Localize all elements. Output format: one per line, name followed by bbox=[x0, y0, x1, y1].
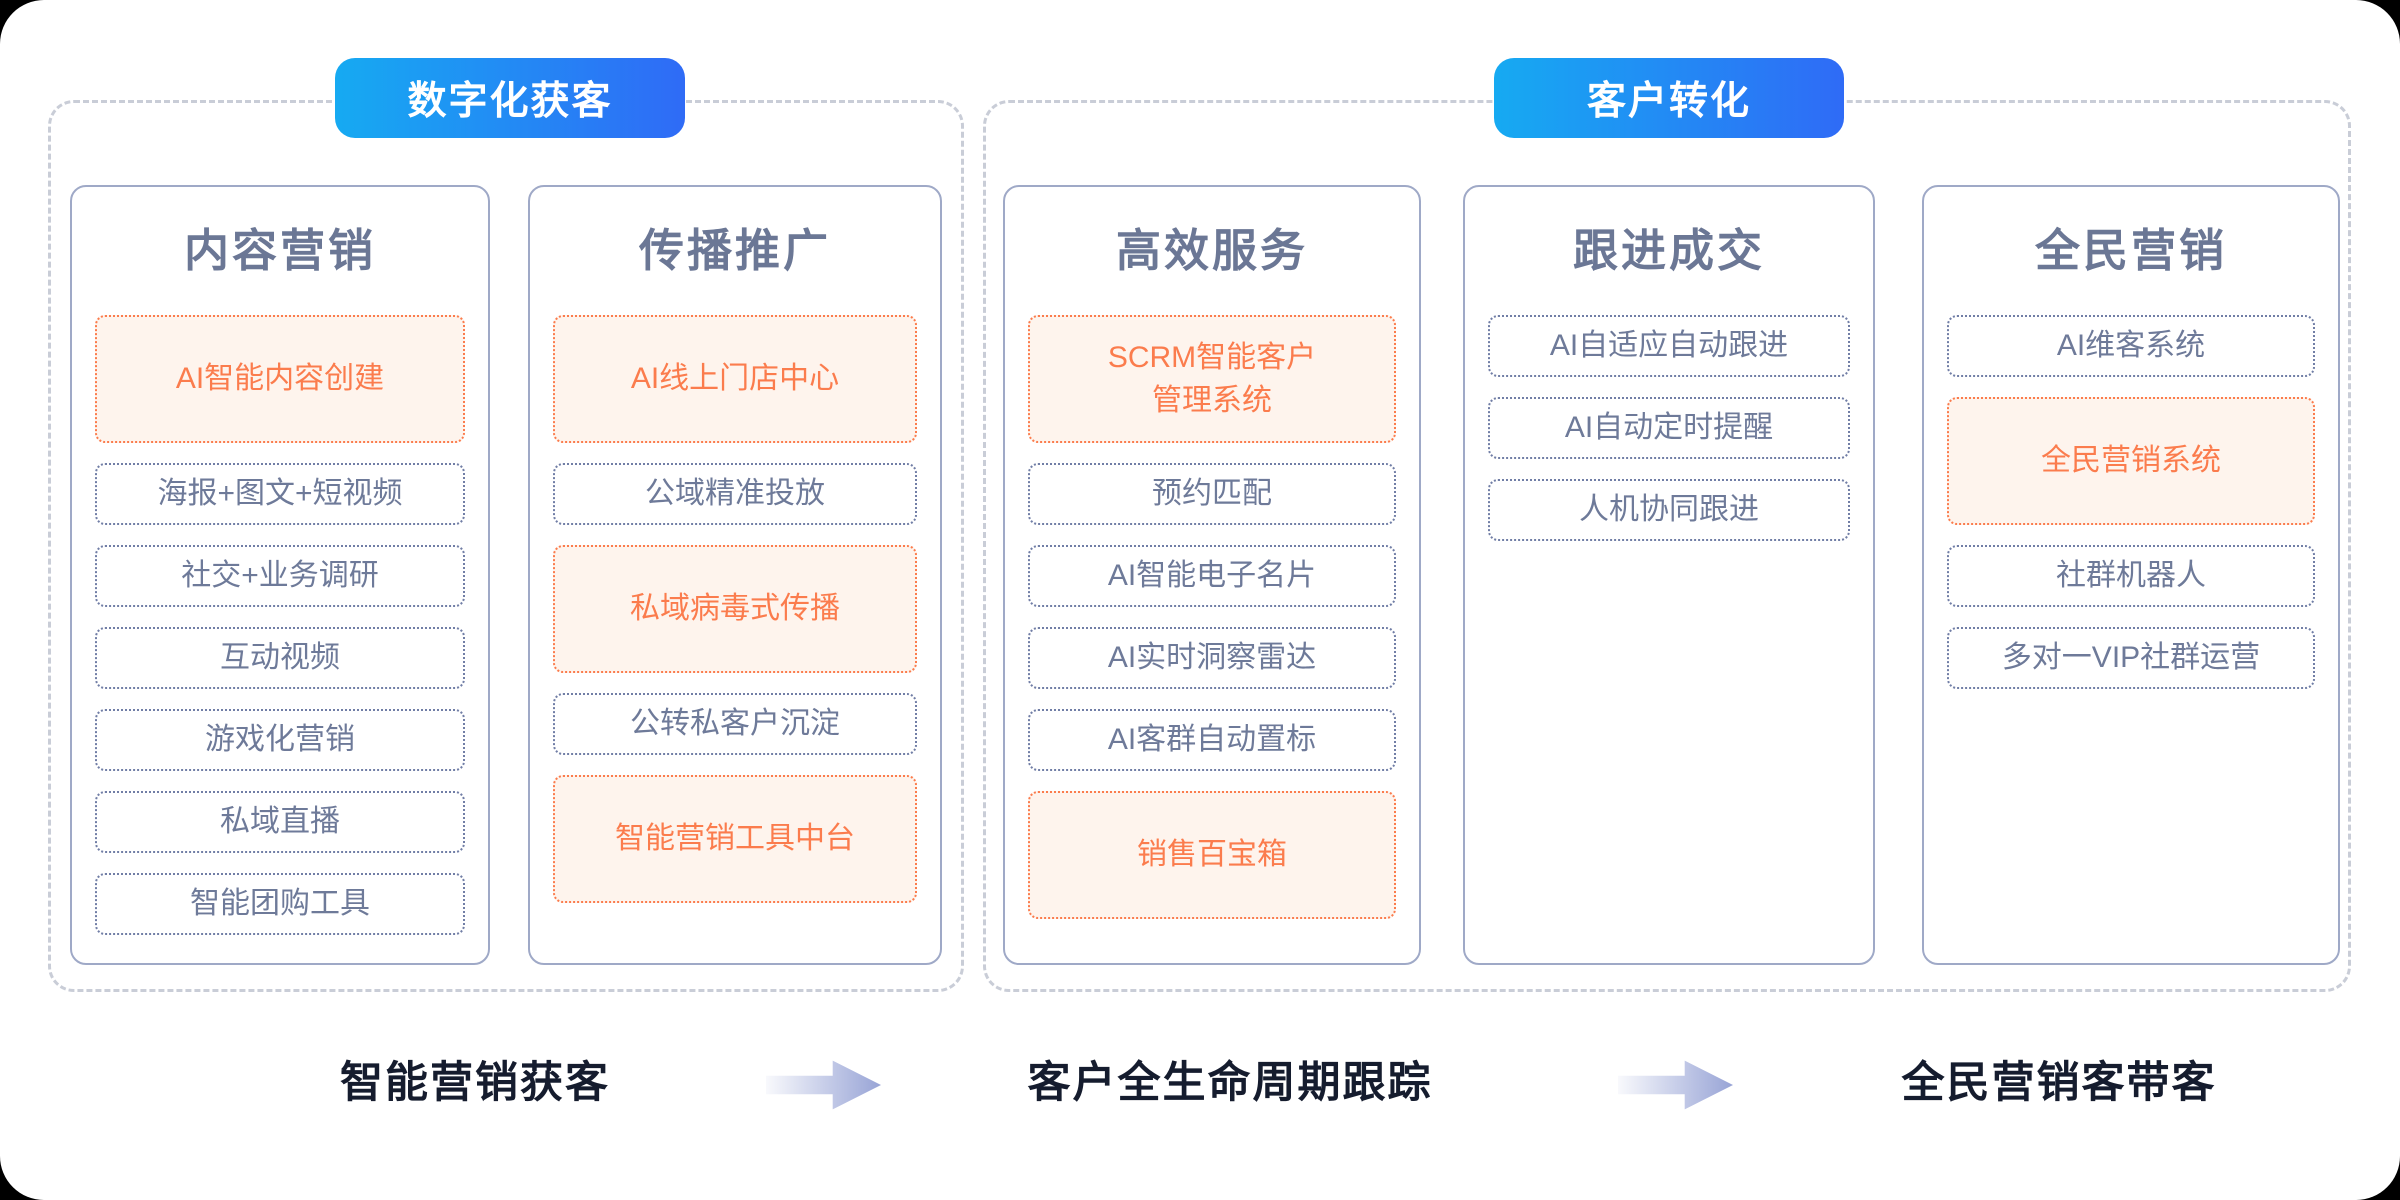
item-ai-realtime-insight-radar: AI实时洞察雷达 bbox=[1028, 627, 1396, 689]
column-title: 跟进成交 bbox=[1572, 225, 1765, 276]
item-private-livestream: 私域直播 bbox=[95, 791, 465, 853]
flow-step-customer-lifecycle-tracking: 客户全生命周期跟踪 bbox=[1027, 1059, 1433, 1107]
item-many-to-one-vip-community: 多对一VIP社群运营 bbox=[1947, 627, 2315, 689]
item-list: AI自适应自动跟进 AI自动定时提醒 人机协同跟进 bbox=[1488, 315, 1850, 541]
item-list: SCRM智能客户 管理系统 预约匹配 AI智能电子名片 AI实时洞察雷达 AI客… bbox=[1028, 315, 1396, 919]
item-poster-graphic-shortvideo: 海报+图文+短视频 bbox=[95, 463, 465, 525]
column-title: 全民营销 bbox=[2034, 225, 2227, 276]
item-human-machine-followup: 人机协同跟进 bbox=[1488, 479, 1850, 541]
item-list: AI智能内容创建 海报+图文+短视频 社交+业务调研 互动视频 游戏化营销 私域… bbox=[95, 315, 465, 935]
item-public-to-private-retention: 公转私客户沉淀 bbox=[553, 693, 917, 755]
column-everyone-marketing: 全民营销 AI维客系统 全民营销系统 社群机器人 多对一VIP社群运营 bbox=[1922, 185, 2340, 965]
flow-step-referral-marketing: 全民营销客带客 bbox=[1901, 1059, 2217, 1107]
flow-step-smart-marketing-acquisition: 智能营销获客 bbox=[340, 1059, 610, 1107]
item-ai-ebusiness-card: AI智能电子名片 bbox=[1028, 545, 1396, 607]
column-followup-deal: 跟进成交 AI自适应自动跟进 AI自动定时提醒 人机协同跟进 bbox=[1463, 185, 1875, 965]
column-title: 传播推广 bbox=[638, 225, 831, 276]
column-efficient-service: 高效服务 SCRM智能客户 管理系统 预约匹配 AI智能电子名片 AI实时洞察雷… bbox=[1003, 185, 1421, 965]
item-interactive-video: 互动视频 bbox=[95, 627, 465, 689]
item-sales-toolbox: 销售百宝箱 bbox=[1028, 791, 1396, 919]
column-content-marketing: 内容营销 AI智能内容创建 海报+图文+短视频 社交+业务调研 互动视频 游戏化… bbox=[70, 185, 490, 965]
item-ai-customer-retention-system: AI维客系统 bbox=[1947, 315, 2315, 377]
item-smart-groupbuy-tool: 智能团购工具 bbox=[95, 873, 465, 935]
item-public-domain-targeting: 公域精准投放 bbox=[553, 463, 917, 525]
item-list: AI线上门店中心 公域精准投放 私域病毒式传播 公转私客户沉淀 智能营销工具中台 bbox=[553, 315, 917, 903]
item-private-viral-spread: 私域病毒式传播 bbox=[553, 545, 917, 673]
item-ai-online-store-center: AI线上门店中心 bbox=[553, 315, 917, 443]
item-ai-content-creation: AI智能内容创建 bbox=[95, 315, 465, 443]
item-ai-adaptive-auto-followup: AI自适应自动跟进 bbox=[1488, 315, 1850, 377]
right-arrow-icon bbox=[1618, 1060, 1733, 1110]
item-social-business-research: 社交+业务调研 bbox=[95, 545, 465, 607]
item-list: AI维客系统 全民营销系统 社群机器人 多对一VIP社群运营 bbox=[1947, 315, 2315, 689]
badge-digital-acquisition: 数字化获客 bbox=[335, 58, 685, 138]
item-smart-marketing-tool-platform: 智能营销工具中台 bbox=[553, 775, 917, 903]
column-title: 高效服务 bbox=[1115, 225, 1308, 276]
item-gamified-marketing: 游戏化营销 bbox=[95, 709, 465, 771]
item-scrm-customer-management: SCRM智能客户 管理系统 bbox=[1028, 315, 1396, 443]
item-appointment-matching: 预约匹配 bbox=[1028, 463, 1396, 525]
item-everyone-marketing-system: 全民营销系统 bbox=[1947, 397, 2315, 525]
item-ai-auto-timed-reminder: AI自动定时提醒 bbox=[1488, 397, 1850, 459]
item-ai-auto-tagging: AI客群自动置标 bbox=[1028, 709, 1396, 771]
badge-customer-conversion: 客户转化 bbox=[1494, 58, 1844, 138]
item-community-robot: 社群机器人 bbox=[1947, 545, 2315, 607]
column-promotion: 传播推广 AI线上门店中心 公域精准投放 私域病毒式传播 公转私客户沉淀 智能营… bbox=[528, 185, 942, 965]
right-arrow-icon bbox=[766, 1060, 881, 1110]
column-title: 内容营销 bbox=[183, 225, 376, 276]
